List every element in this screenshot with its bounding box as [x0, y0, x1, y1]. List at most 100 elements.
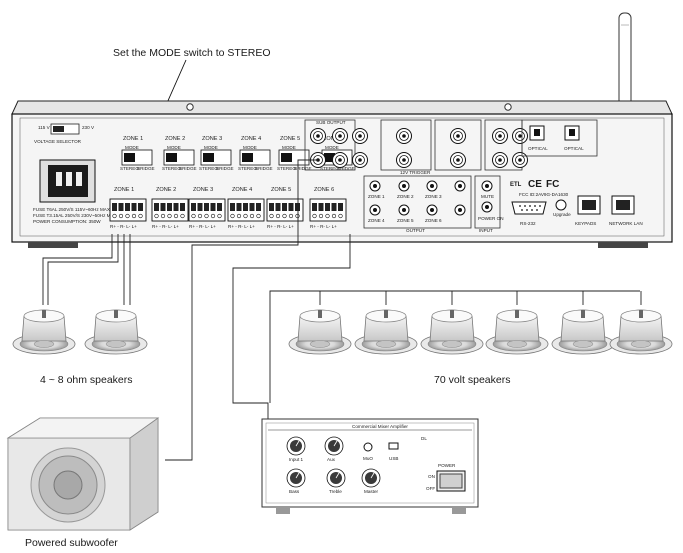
cable-zone1-left-a — [42, 234, 113, 305]
ceiling-speaker-70v-5 — [551, 309, 615, 355]
etl-mark: ETL — [510, 182, 522, 188]
zone-3-mode-title: ZONE 3 — [202, 136, 222, 142]
rca-jack[interactable] — [492, 152, 508, 168]
mute-label: MUTE — [481, 194, 494, 199]
rca-jack[interactable] — [396, 152, 412, 168]
mixer-knob-label-1: Input 1 — [289, 457, 303, 462]
trigger-jack-extra[interactable] — [454, 180, 466, 192]
mixer-knob-label-4: Treble — [329, 489, 342, 494]
zone-6-mode-label: MODE — [325, 145, 339, 150]
seventy-volt-speakers — [288, 309, 673, 355]
keypads-port[interactable] — [577, 195, 601, 215]
trigger-jack-3[interactable] — [426, 180, 438, 192]
trigger-block: 12V TRIGGER OUTPUT — [363, 170, 472, 233]
upgrade-port[interactable] — [555, 199, 567, 211]
mixer-usb-port[interactable] — [388, 442, 399, 450]
zone-3-speaker-terminal[interactable] — [188, 198, 226, 222]
optical-label-2: OPTICAL — [564, 146, 584, 151]
mixer-power-switch[interactable] — [436, 470, 466, 492]
rs232-label: RS-232 — [520, 221, 536, 226]
power-inlet[interactable] — [39, 159, 96, 203]
rca-jack[interactable] — [396, 128, 412, 144]
mixer-mic-jack[interactable] — [363, 442, 373, 452]
output-label: OUTPUT — [406, 228, 425, 233]
zone-1-terminal-title: ZONE 1 — [114, 187, 134, 193]
zone-2-mode-switch[interactable] — [163, 149, 195, 166]
zone-4-terminal-labels: R+ - R- L- L+ — [228, 224, 255, 229]
zone-5-speaker-terminal[interactable] — [266, 198, 304, 222]
trigger-jack-extra[interactable] — [454, 204, 466, 216]
zone-3-bridge-label: BRIDGE — [216, 166, 234, 171]
ceiling-speaker-70v-1 — [288, 309, 352, 355]
mixer-knob-5[interactable] — [361, 468, 381, 488]
speaker-bus-drops — [319, 291, 642, 305]
mixer-knob-4[interactable] — [326, 468, 346, 488]
zone-2-speaker-terminal[interactable] — [151, 198, 189, 222]
trigger-jack-6[interactable] — [426, 204, 438, 216]
seventy-volt-label: 70 volt speakers — [434, 374, 510, 386]
trigger-jack-4[interactable] — [369, 204, 381, 216]
mixer-dl-label: DL — [421, 436, 427, 441]
ce-mark: CE — [528, 179, 542, 190]
zone-1-speaker-terminal[interactable] — [109, 198, 147, 222]
trigger-jack-1[interactable] — [369, 180, 381, 192]
zone-6-terminal-labels: R+ - R- L- L+ — [310, 224, 337, 229]
mixer-knob-label-2: Aux — [327, 457, 336, 462]
zone-6-stereo-label: STEREO — [320, 166, 339, 171]
ceiling-speaker-70v-4 — [485, 309, 549, 355]
zone-4-terminal-title: ZONE 4 — [232, 187, 252, 193]
zone-4-stereo-label: STEREO — [238, 166, 257, 171]
rs232-port[interactable] — [511, 201, 547, 215]
zone-2-mode-title: ZONE 2 — [165, 136, 185, 142]
rca-jack[interactable] — [352, 152, 368, 168]
zone-6-speaker-terminal[interactable] — [309, 198, 347, 222]
sub-output-label: SUB OUTPUT — [316, 120, 346, 125]
zone-3-mode-switch[interactable] — [200, 149, 232, 166]
trigger-zone-label-6: ZONE 6 — [425, 218, 442, 223]
low-impedance-label: 4 ~ 8 ohm speakers — [40, 374, 133, 386]
trigger-zone-label-1: ZONE 1 — [368, 194, 385, 199]
rca-jack[interactable] — [332, 152, 348, 168]
zone-5-mode-switch[interactable] — [278, 149, 310, 166]
zone-2-mode-label: MODE — [167, 145, 181, 150]
zone-3-mode-label: MODE — [204, 145, 218, 150]
rca-jack[interactable] — [450, 152, 466, 168]
optical-label-1: OPTICAL — [528, 146, 548, 151]
rca-jack[interactable] — [512, 128, 528, 144]
mixer-power-label: POWER — [438, 463, 456, 468]
rca-jack[interactable] — [492, 128, 508, 144]
fc-mark: FC — [546, 179, 559, 190]
voltage-selector[interactable]: 115 V 230 V VOLTAGE SELECTOR — [34, 123, 95, 144]
trigger-zone-label-2: ZONE 2 — [397, 194, 414, 199]
power-on-label: POWER ON — [478, 216, 504, 221]
mixer-amplifier — [261, 418, 479, 514]
ceiling-speaker-left-2 — [84, 309, 148, 355]
mixer-knob-2[interactable] — [324, 436, 344, 456]
fuse-text-2: FUSE T3.15AL 250V/S 230V~50Hz MAX 3A — [33, 213, 124, 218]
rca-jack[interactable] — [310, 128, 326, 144]
trigger-jack-5[interactable] — [398, 204, 410, 216]
cable-zone6-70v — [232, 234, 351, 430]
network-port[interactable] — [611, 195, 635, 215]
zone-1-mode-switch[interactable] — [121, 149, 153, 166]
trigger-zone-label-3: ZONE 3 — [425, 194, 442, 199]
ceiling-speaker-70v-3 — [420, 309, 484, 355]
mixer-knob-label-3: Bass — [289, 489, 300, 494]
rca-jack[interactable] — [512, 152, 528, 168]
fcc-id-text: FCC ID:2AV9G-DA1630 — [519, 192, 569, 197]
rca-jack[interactable] — [332, 128, 348, 144]
zone-4-mode-switch[interactable] — [239, 149, 271, 166]
mixer-knob-3[interactable] — [286, 468, 306, 488]
rca-jack[interactable] — [352, 128, 368, 144]
voltage-230-label: 230 V — [82, 125, 95, 130]
rca-panel-1 — [304, 119, 356, 171]
mixer-knob-1[interactable] — [286, 436, 306, 456]
zone-5-terminal-title: ZONE 5 — [271, 187, 291, 193]
zone-5-mode-title: ZONE 5 — [280, 136, 300, 142]
rca-jack[interactable] — [450, 128, 466, 144]
trigger-jack-2[interactable] — [398, 180, 410, 192]
zone-4-speaker-terminal[interactable] — [227, 198, 265, 222]
